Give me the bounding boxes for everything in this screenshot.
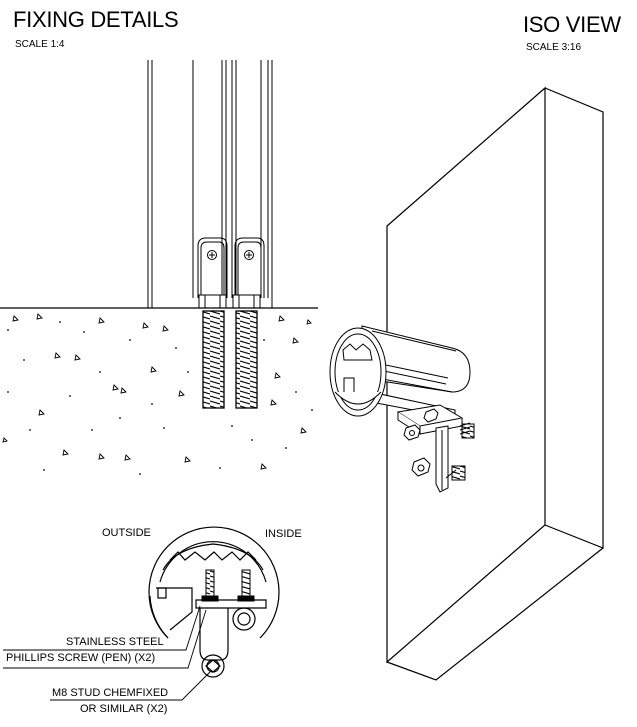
leader-lines bbox=[3, 605, 211, 701]
fixing-details-title: FIXING DETAILS bbox=[13, 7, 179, 32]
bracket-left bbox=[197, 237, 228, 298]
iso-view-scale: SCALE 3:16 bbox=[526, 42, 582, 53]
concrete-hatch bbox=[2, 313, 313, 475]
callout-stud-line1: M8 STUD CHEMFIXED bbox=[52, 687, 169, 699]
iso-view-title: ISO VIEW bbox=[523, 12, 621, 37]
iso-handrail-bracket bbox=[329, 325, 475, 493]
inside-label: INSIDE bbox=[265, 528, 302, 540]
callout-screw-line1: STAINLESS STEEL bbox=[66, 636, 164, 648]
fixing-elevation bbox=[0, 60, 318, 409]
callout-screw-line2: PHILLIPS SCREW (PEN) (X2) bbox=[6, 652, 156, 664]
section-detail bbox=[148, 526, 280, 678]
fixing-details-scale: SCALE 1:4 bbox=[15, 39, 65, 50]
callout-stud-line2: OR SIMILAR (X2) bbox=[80, 703, 168, 715]
section-screws bbox=[201, 569, 255, 602]
bracket-right bbox=[234, 237, 265, 298]
outside-label: OUTSIDE bbox=[102, 527, 151, 539]
